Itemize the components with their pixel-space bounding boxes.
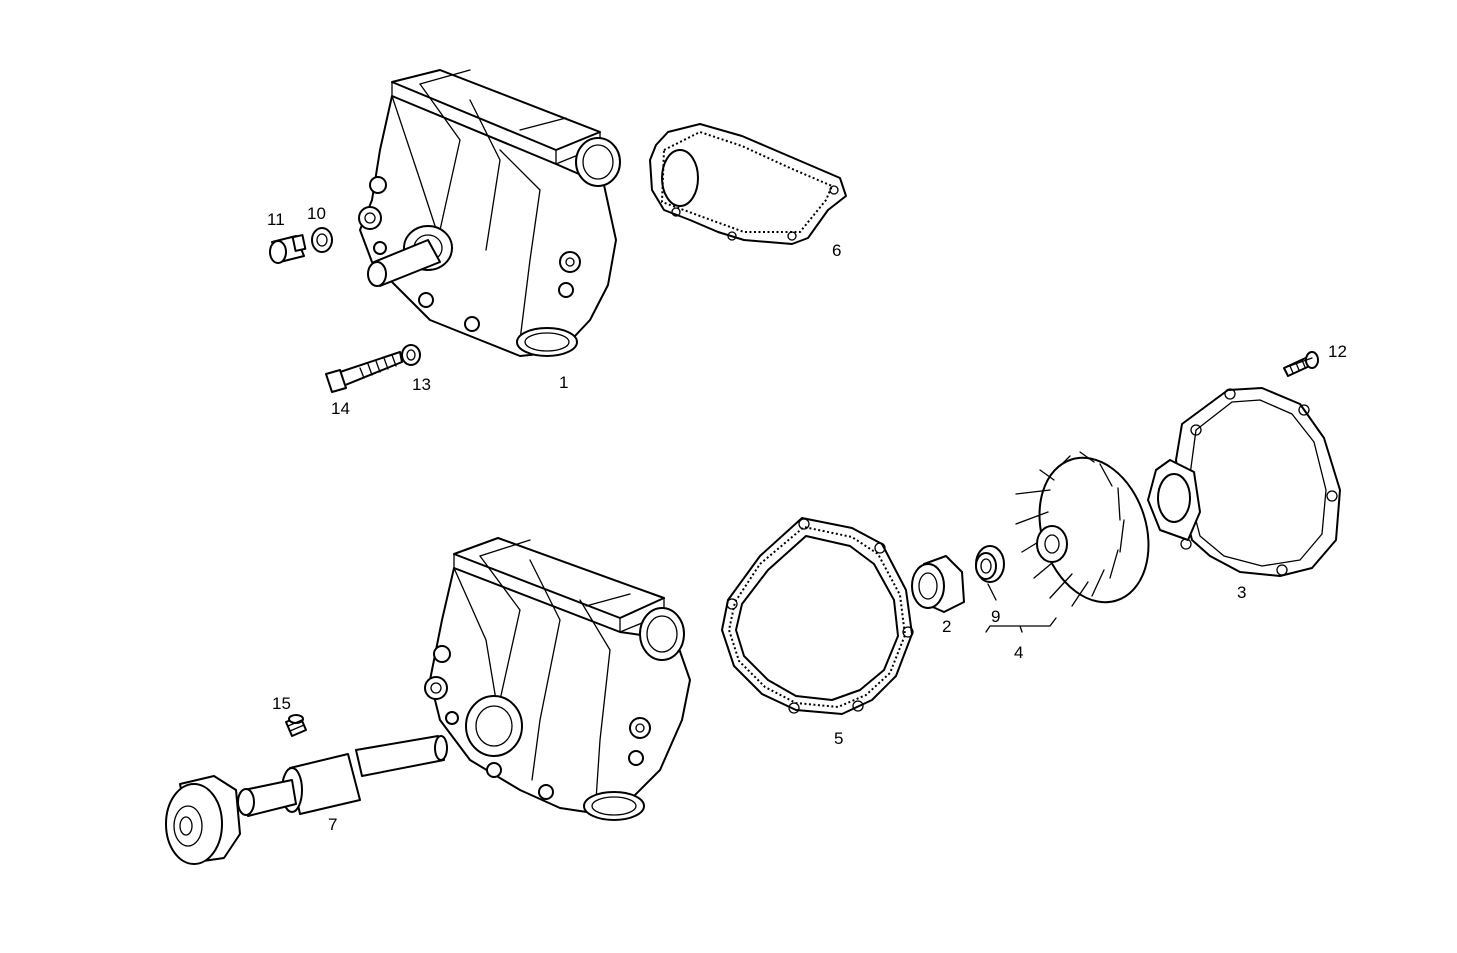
- callout-3: 3: [1237, 583, 1246, 602]
- bolt-14: [325, 351, 403, 393]
- gasket-5: [721, 517, 914, 715]
- callout-14: 14: [331, 399, 350, 418]
- gasket-6: [649, 123, 847, 245]
- grub-screw-15: [285, 714, 307, 737]
- impeller-4: [1015, 451, 1150, 607]
- callout-15: 15: [272, 694, 291, 713]
- callout-5: 5: [834, 729, 843, 748]
- bearing-2: [911, 555, 965, 613]
- washer-10: [311, 227, 333, 253]
- rear-cover-3: [1147, 387, 1341, 577]
- callout-6: 6: [832, 241, 841, 260]
- callout-labels: 1 2 3 4 5 6 7 9 10 11 12 13 14 15: [267, 204, 1347, 834]
- callout-11: 11: [267, 210, 285, 229]
- callout-13: 13: [412, 375, 431, 394]
- callout-2: 2: [942, 617, 951, 636]
- pump-housing-exploded: [424, 537, 691, 821]
- bolt-12: [1283, 351, 1319, 377]
- pulley-hub: [165, 775, 241, 865]
- seal-9: [975, 545, 1005, 583]
- leader-lines: [985, 357, 1313, 633]
- washer-13: [401, 344, 421, 366]
- shaft-bearing-7: [237, 735, 448, 817]
- pump-housing-assembled: [358, 69, 621, 357]
- callout-9: 9: [991, 607, 1000, 626]
- callout-12: 12: [1328, 342, 1347, 361]
- callout-4: 4: [1014, 643, 1023, 662]
- callout-7: 7: [328, 815, 337, 834]
- callout-10: 10: [307, 204, 326, 223]
- plug-screw-11: [269, 234, 307, 264]
- callout-1: 1: [559, 373, 568, 392]
